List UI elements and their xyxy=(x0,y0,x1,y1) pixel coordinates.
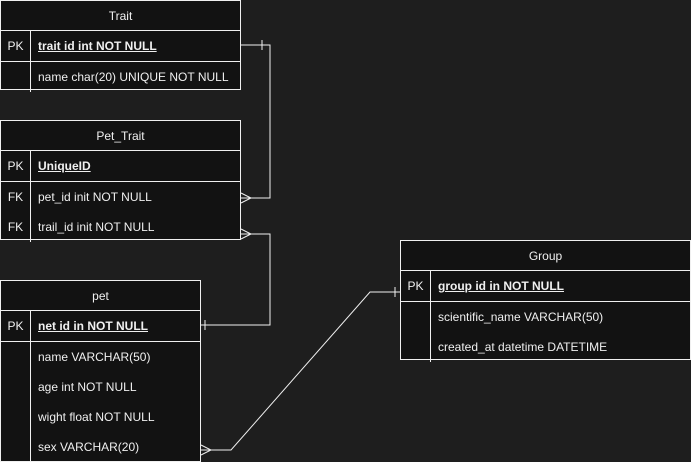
connector-pet-trait-to-pet xyxy=(201,233,271,326)
table-row: PK group id in NOT NULL xyxy=(401,271,690,302)
table-trait[interactable]: Trait PK trait id int NOT NULL name char… xyxy=(0,0,241,92)
key-cell: FK xyxy=(1,182,31,212)
field-cell: sex VARCHAR(20) xyxy=(38,440,140,454)
key-cell: PK xyxy=(1,151,31,181)
table-row: scientific_name VARCHAR(50) xyxy=(401,302,690,332)
table-pet[interactable]: pet PK net id in NOT NULL name VARCHAR(5… xyxy=(0,280,201,462)
field-cell: name char(20) UNIQUE NOT NULL xyxy=(38,70,229,84)
key-cell xyxy=(1,402,31,432)
table-row: name VARCHAR(50) xyxy=(1,342,200,372)
table-row: PK UniqueID xyxy=(1,151,240,182)
field-cell: pet_id init NOT NULL xyxy=(38,190,152,204)
table-row: name char(20) UNIQUE NOT NULL xyxy=(1,62,240,92)
table-row: FK trail_id init NOT NULL xyxy=(1,212,240,242)
field-cell: trail_id init NOT NULL xyxy=(38,220,155,234)
table-row: PK trait id int NOT NULL xyxy=(1,31,240,62)
field-cell: age int NOT NULL xyxy=(38,380,137,394)
key-cell xyxy=(1,372,31,402)
field-cell: wight float NOT NULL xyxy=(38,410,155,424)
table-title: pet xyxy=(1,281,200,311)
table-title: Group xyxy=(401,241,690,271)
key-cell xyxy=(1,342,31,372)
key-cell: FK xyxy=(1,212,31,242)
field-cell: name VARCHAR(50) xyxy=(38,350,151,364)
key-cell xyxy=(401,332,431,362)
table-row: PK net id in NOT NULL xyxy=(1,311,200,342)
field-cell: trait id int NOT NULL xyxy=(38,39,157,53)
field-cell: net id in NOT NULL xyxy=(38,319,148,333)
field-cell: scientific_name VARCHAR(50) xyxy=(438,310,604,324)
field-cell: group id in NOT NULL xyxy=(438,279,564,293)
connector-pet-to-group xyxy=(201,291,401,451)
table-row: FK pet_id init NOT NULL xyxy=(1,182,240,212)
key-cell xyxy=(1,62,31,92)
key-cell xyxy=(1,432,31,462)
connector-trait-to-pet-trait xyxy=(241,44,271,199)
key-cell: PK xyxy=(1,31,31,61)
table-group[interactable]: Group PK group id in NOT NULL scientific… xyxy=(400,240,691,362)
field-cell: created_at datetime DATETIME xyxy=(438,340,608,354)
table-row: age int NOT NULL xyxy=(1,372,200,402)
key-cell xyxy=(401,302,431,332)
key-cell: PK xyxy=(1,311,31,341)
field-cell: UniqueID xyxy=(38,159,91,173)
table-row: wight float NOT NULL xyxy=(1,402,200,432)
table-row: sex VARCHAR(20) xyxy=(1,432,200,462)
table-pet-trait[interactable]: Pet_Trait PK UniqueID FK pet_id init NOT… xyxy=(0,120,241,242)
table-title: Pet_Trait xyxy=(1,121,240,151)
key-cell: PK xyxy=(401,271,431,301)
table-row: created_at datetime DATETIME xyxy=(401,332,690,362)
table-title: Trait xyxy=(1,1,240,31)
